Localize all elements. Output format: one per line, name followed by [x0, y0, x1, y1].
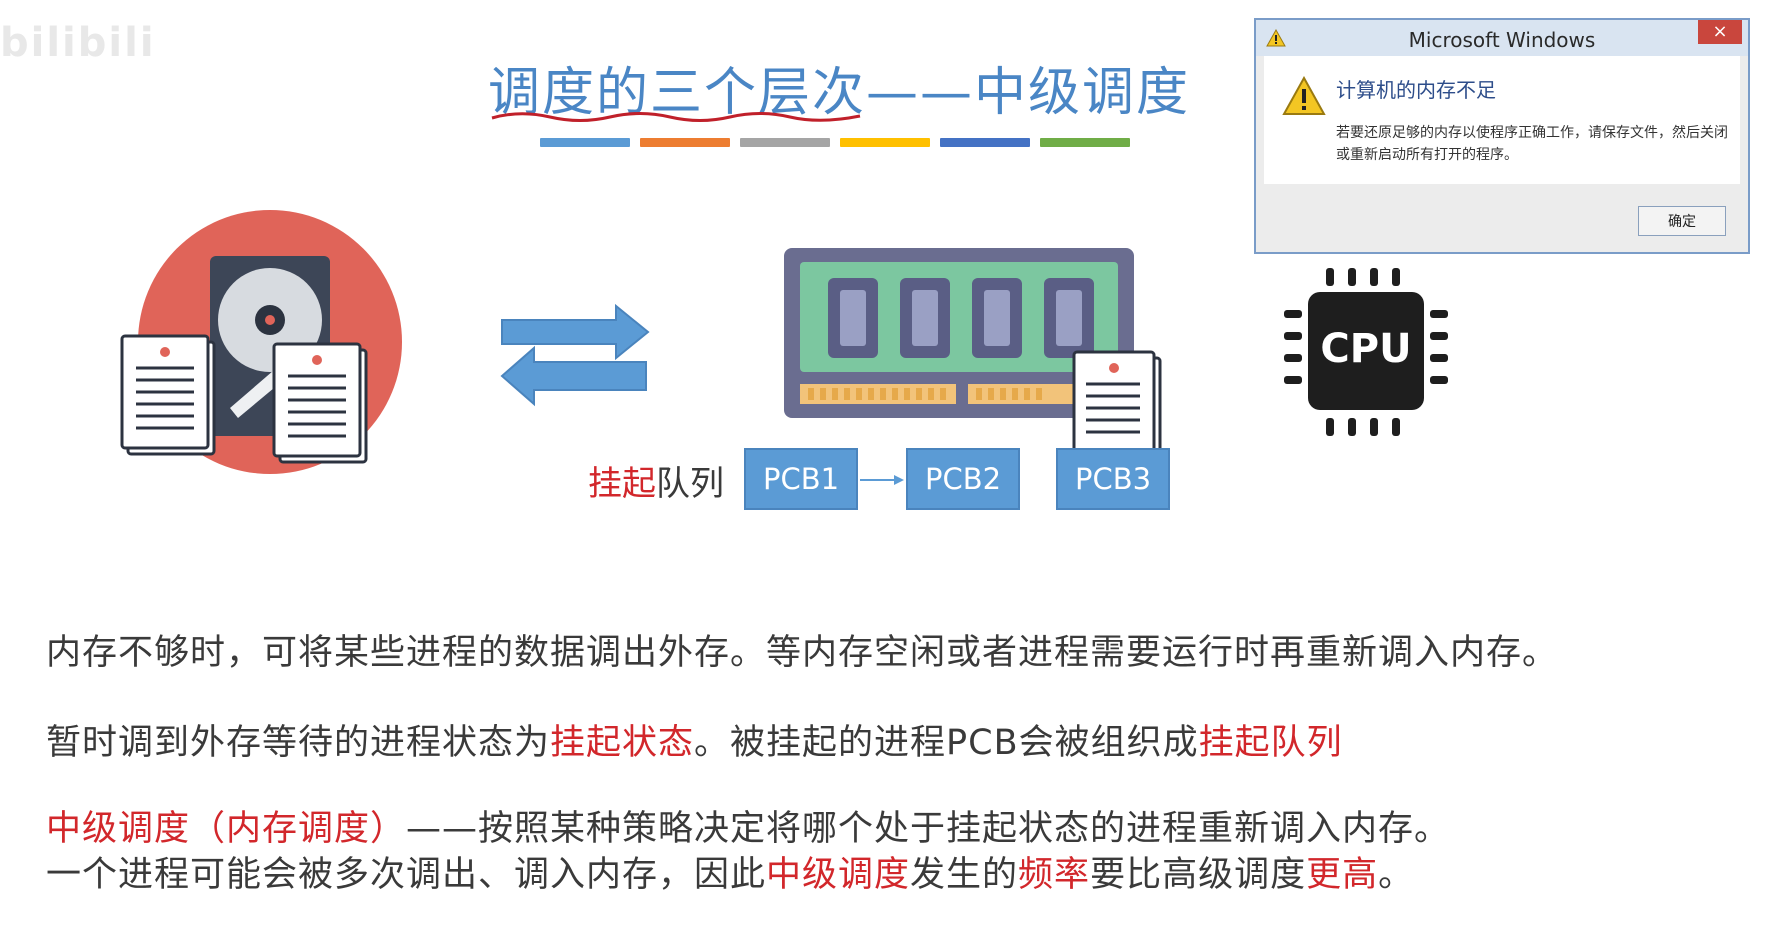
p2-highlight: 挂起队列: [1198, 723, 1343, 763]
color-bar: [840, 138, 930, 147]
p4-text: 。: [1378, 855, 1415, 895]
swap-arrows-icon: [500, 303, 650, 407]
paragraph-4: 一个进程可能会被多次调出、调入内存，因此中级调度发生的频率要比高级调度更高。: [46, 846, 1414, 897]
hard-disk-icon: [120, 210, 402, 474]
p2-text: 。被挂起的进程PCB会被组织成: [694, 723, 1199, 763]
dialog-title: Microsoft Windows: [1408, 28, 1596, 52]
slide-title-text: 调度的三个层次——中级调度: [488, 63, 1191, 123]
queue-label-red: 挂起: [588, 464, 656, 504]
p3-highlight: 中级调度（内存调度）: [46, 809, 407, 849]
warning-icon: [1282, 76, 1326, 115]
suspend-queue-label: 挂起队列: [588, 456, 724, 505]
cpu-chip-icon: [1284, 268, 1448, 436]
p2-highlight: 挂起状态: [550, 723, 695, 763]
pcb-box: PCB1: [744, 448, 858, 510]
color-bar: [640, 138, 730, 147]
dialog-main-message: 计算机的内存不足: [1336, 78, 1496, 102]
paragraph-3: 中级调度（内存调度）——按照某种策略决定将哪个处于挂起状态的进程重新调入内存。: [46, 800, 1450, 851]
paragraph-1: 内存不够时，可将某些进程的数据调出外存。等内存空闲或者进程需要运行时再重新调入内…: [46, 633, 1559, 673]
watermark-logo: bilibili: [0, 20, 156, 66]
pcb-box: PCB2: [906, 448, 1020, 510]
dialog-titlebar: Microsoft Windows ×: [1256, 20, 1748, 56]
document-icon: [272, 342, 368, 464]
low-memory-dialog: Microsoft Windows × 计算机的内存不足 若要还原足够的内存以使…: [1254, 18, 1750, 254]
color-bar: [1040, 138, 1130, 147]
cpu-label: CPU: [1320, 326, 1412, 372]
p4-text: 一个进程可能会被多次调出、调入内存，因此: [46, 855, 767, 895]
document-icon: [120, 334, 216, 456]
underline-wave-icon: [491, 112, 861, 122]
memory-module-icon: [784, 248, 1134, 418]
document-icon: [1072, 350, 1162, 460]
close-button[interactable]: ×: [1698, 20, 1742, 44]
queue-label-rest: 队列: [656, 464, 724, 504]
p4-highlight: 频率: [1018, 855, 1091, 895]
paragraph-2: 暂时调到外存等待的进程状态为挂起状态。被挂起的进程PCB会被组织成挂起队列: [46, 714, 1343, 765]
color-bar: [740, 138, 830, 147]
p4-text: 要比高级调度: [1090, 855, 1307, 895]
arrow-right-icon: [860, 475, 904, 485]
p2-text: 暂时调到外存等待的进程状态为: [46, 723, 551, 763]
dialog-detail-message: 若要还原足够的内存以使程序正确工作，请保存文件，然后关闭或重新启动所有打开的程序…: [1336, 125, 1728, 163]
color-bar: [540, 138, 630, 147]
p4-highlight: 中级调度: [766, 855, 911, 895]
p4-text: 发生的: [910, 855, 1019, 895]
color-bar: [940, 138, 1030, 147]
p3-text: ——按照某种策略决定将哪个处于挂起状态的进程重新调入内存。: [406, 809, 1451, 849]
ok-button[interactable]: 确定: [1638, 206, 1726, 236]
pcb-box: PCB3: [1056, 448, 1170, 510]
warning-icon: [1266, 29, 1286, 47]
dialog-body: 计算机的内存不足 若要还原足够的内存以使程序正确工作，请保存文件，然后关闭或重新…: [1264, 56, 1740, 184]
p4-highlight: 更高: [1306, 855, 1379, 895]
slide-title: 调度的三个层次——中级调度: [488, 50, 1190, 125]
